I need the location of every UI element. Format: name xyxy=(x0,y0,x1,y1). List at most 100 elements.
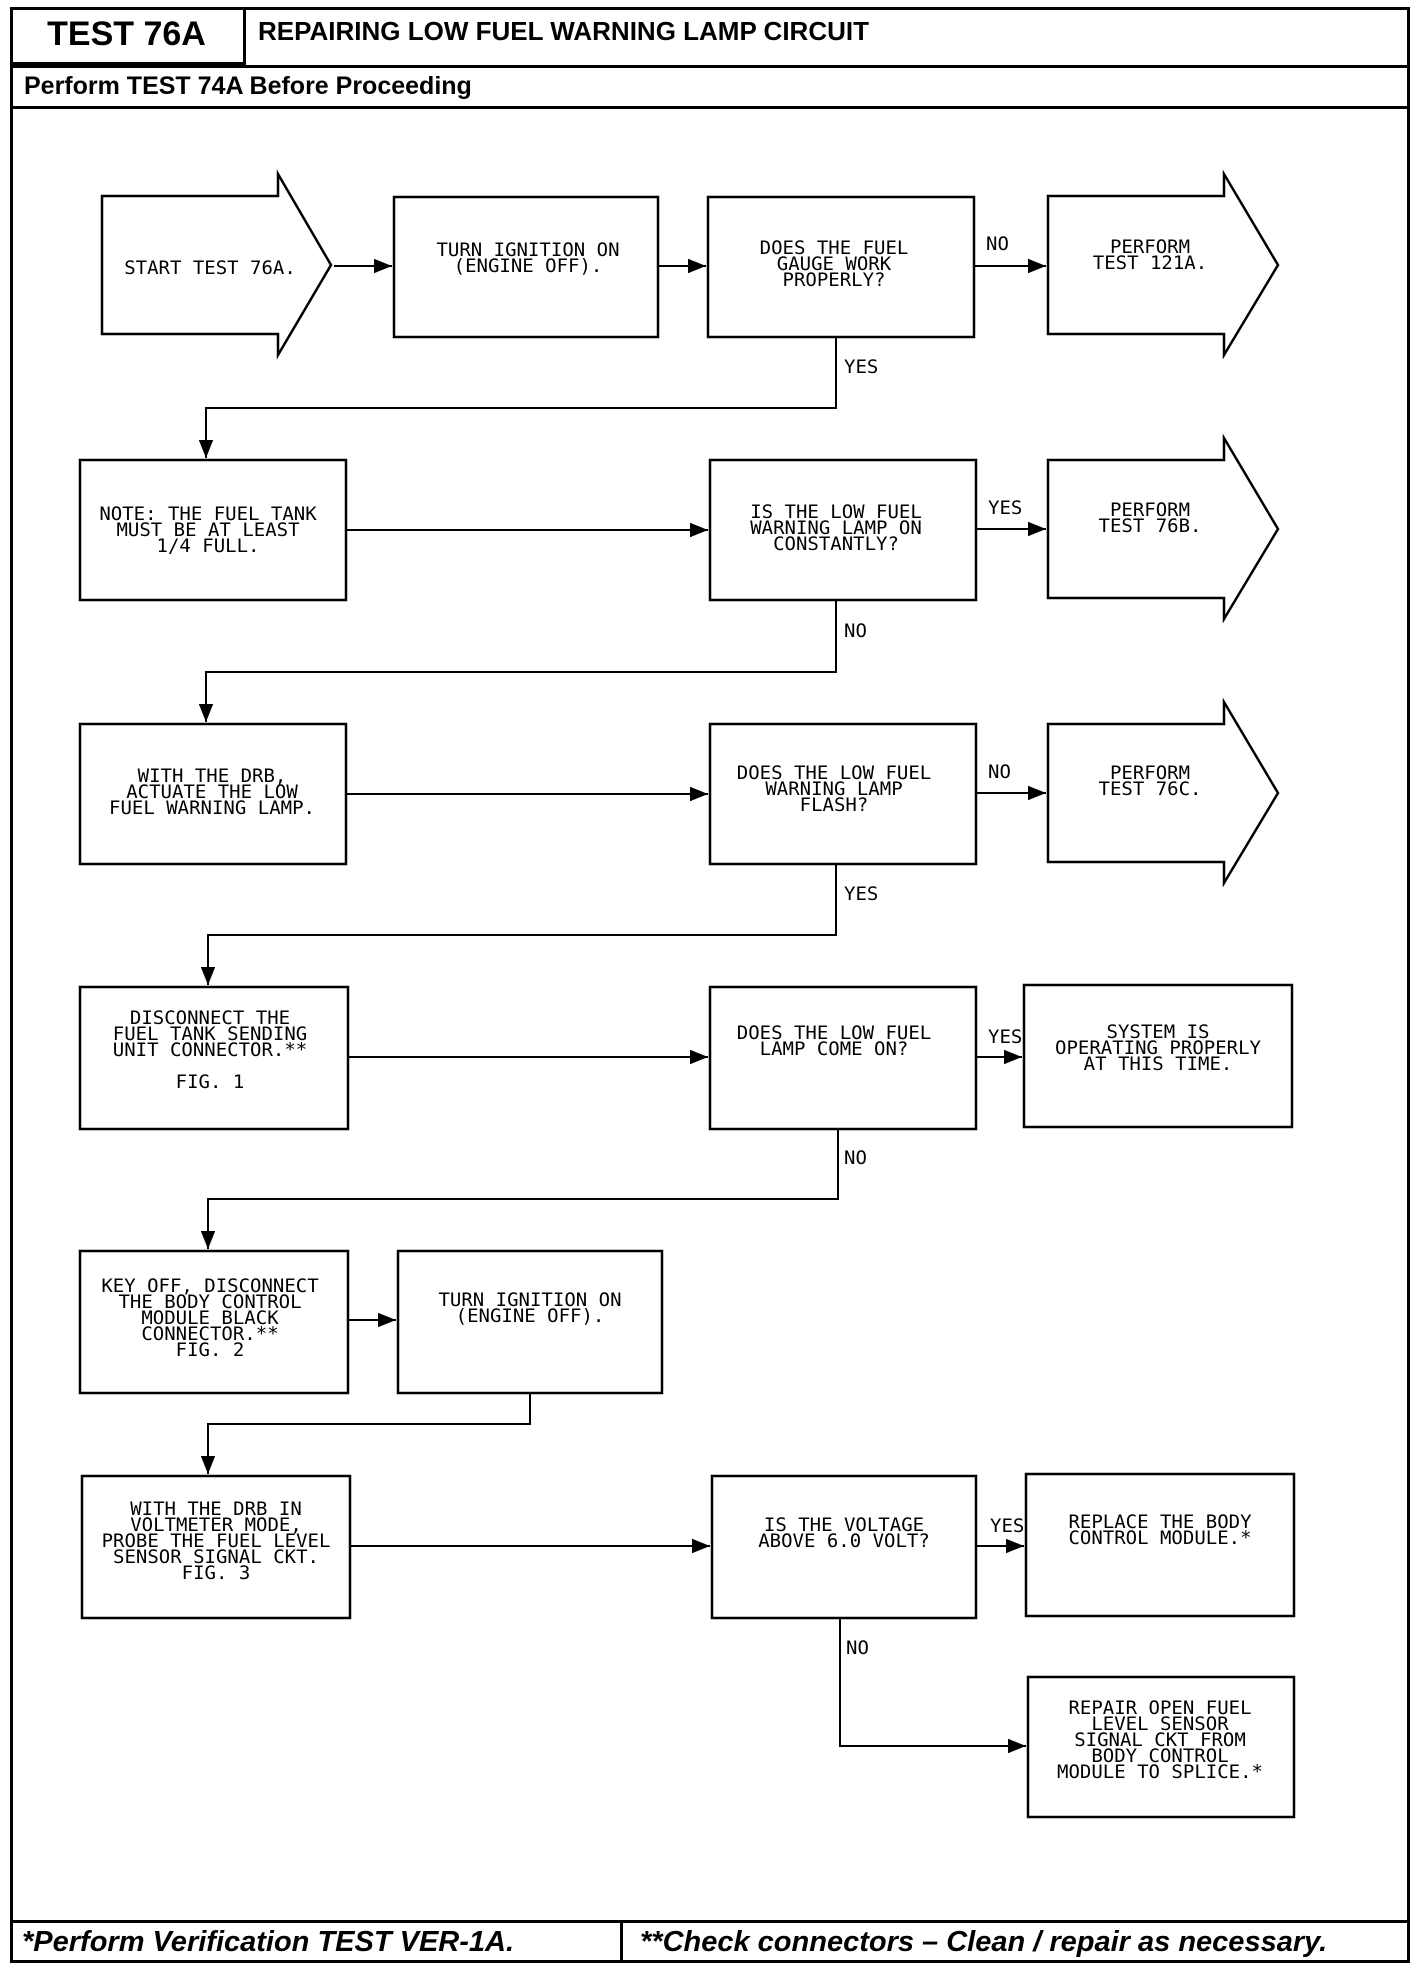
node-text-line: OPERATING PROPERLY xyxy=(1055,1037,1261,1059)
branch-label-yes: YES xyxy=(990,1515,1024,1537)
node-text-line: FIG. 1 xyxy=(176,1071,245,1093)
node-text-line: PERFORM xyxy=(1110,236,1190,258)
node-text-line: NOTE: THE FUEL TANK xyxy=(99,503,317,525)
node-text-line: FUEL TANK SENDING xyxy=(113,1023,307,1045)
replace-bcm-box xyxy=(1024,1472,1296,1618)
note-box xyxy=(78,458,348,602)
node-text-line: CONSTANTLY? xyxy=(773,533,899,555)
node-text-line: PERFORM xyxy=(1110,499,1190,521)
branch-label-yes: YES xyxy=(988,1026,1022,1048)
node-text-line: CONNECTOR.** xyxy=(141,1323,278,1345)
node-text-line: PROBE THE FUEL LEVEL xyxy=(102,1530,331,1552)
start-arrow xyxy=(100,169,333,360)
node-text-line: TEST 121A. xyxy=(1093,252,1207,274)
node-text-line: REPAIR OPEN FUEL xyxy=(1068,1697,1251,1719)
branch-label-no: NO xyxy=(846,1637,869,1659)
drb-actuate-box xyxy=(78,722,348,866)
wire xyxy=(198,600,837,722)
node-text-line: UNIT CONNECTOR.** xyxy=(113,1039,307,1061)
node-text-line: 1/4 FULL. xyxy=(157,535,260,557)
branch-label-yes: YES xyxy=(844,883,878,905)
node-text-line: (ENGINE OFF). xyxy=(454,255,603,277)
gauge-question-box xyxy=(706,195,976,339)
node-text-line: SYSTEM IS xyxy=(1107,1021,1210,1043)
node-text-line: ACTUATE THE LOW xyxy=(126,781,298,803)
node-text-line: ABOVE 6.0 VOLT? xyxy=(758,1530,930,1552)
verification-note: *Perform Verification TEST VER-1A. xyxy=(22,1926,515,1958)
prerequisite-note: Perform TEST 74A Before Proceeding xyxy=(24,72,472,100)
node-text-line: (ENGINE OFF). xyxy=(456,1305,605,1327)
node-text-line: MODULE BLACK xyxy=(141,1307,279,1329)
node-text-line: KEY OFF, DISCONNECT xyxy=(101,1275,318,1297)
branch-label-no: NO xyxy=(986,233,1009,255)
node-text-line: FIG. 2 xyxy=(176,1339,245,1361)
ign-on-box-1 xyxy=(392,195,660,339)
ign-on-text-2: TURN IGNITION ON(ENGINE OFF). xyxy=(438,1289,621,1327)
disconnect-sender-box xyxy=(78,985,350,1131)
node-text-line: IS THE LOW FUEL xyxy=(750,501,922,523)
node-text-line: DOES THE LOW FUEL xyxy=(737,762,931,784)
node-text-line: FUEL WARNING LAMP. xyxy=(109,797,315,819)
lamp-flash-question-box xyxy=(708,722,978,866)
node-text-line: DOES THE LOW FUEL xyxy=(737,1022,931,1044)
node-text-line: MODULE TO SPLICE.* xyxy=(1057,1761,1263,1783)
node-text-line: DOES THE FUEL xyxy=(760,237,909,259)
node-text-line: PERFORM xyxy=(1110,762,1190,784)
wire xyxy=(839,1618,1026,1754)
header-divider xyxy=(10,65,1410,68)
branch-label-no: NO xyxy=(844,620,867,642)
key-off-bcm-box xyxy=(78,1249,350,1395)
node-text-line: DISCONNECT THE xyxy=(130,1007,290,1029)
node-text-line: AT THIS TIME. xyxy=(1084,1053,1233,1075)
branch-label-no: NO xyxy=(988,761,1011,783)
wire xyxy=(200,864,837,985)
voltage-question-box xyxy=(710,1474,978,1620)
node-text-line: TEST 76B. xyxy=(1099,515,1202,537)
node-text-line: IS THE VOLTAGE xyxy=(764,1514,924,1536)
wire xyxy=(200,1393,531,1474)
footer-divider xyxy=(10,1920,1410,1923)
node-text-line: GAUGE WORK xyxy=(777,253,892,275)
node-text-line: PROPERLY? xyxy=(783,269,886,291)
start-text: START TEST 76A. xyxy=(124,257,296,279)
branch-label-no: NO xyxy=(844,1147,867,1169)
page-border xyxy=(10,7,1410,1963)
lamp-on-question-box xyxy=(708,985,978,1131)
node-text-line: FLASH? xyxy=(800,794,869,816)
node-text-line: WITH THE DRB, xyxy=(138,765,287,787)
node-text-line: SENSOR SIGNAL CKT. xyxy=(113,1546,319,1568)
system-ok-box xyxy=(1022,983,1294,1129)
node-text-line: WARNING LAMP ON xyxy=(750,517,922,539)
ign-on-box-2 xyxy=(396,1249,664,1395)
node-text-line: BODY CONTROL xyxy=(1091,1745,1228,1767)
node-text-line: START TEST 76A. xyxy=(124,257,296,279)
wire xyxy=(198,337,837,458)
branch-label-yes: YES xyxy=(844,356,878,378)
node-text-line: LEVEL SENSOR xyxy=(1091,1713,1229,1735)
node-text-line: SIGNAL CKT FROM xyxy=(1074,1729,1246,1751)
repair-open-box xyxy=(1026,1675,1296,1819)
wire xyxy=(200,1129,839,1249)
perform-76b-arrow xyxy=(1046,433,1280,624)
node-text-line: TURN IGNITION ON xyxy=(438,1289,621,1311)
connector-note: **Check connectors – Clean / repair as n… xyxy=(640,1926,1328,1958)
test-id: TEST 76A xyxy=(10,7,246,65)
node-text-line: LAMP COME ON? xyxy=(760,1038,909,1060)
node-text-line: THE BODY CONTROL xyxy=(118,1291,301,1313)
node-text-line: FIG. 3 xyxy=(182,1562,251,1584)
